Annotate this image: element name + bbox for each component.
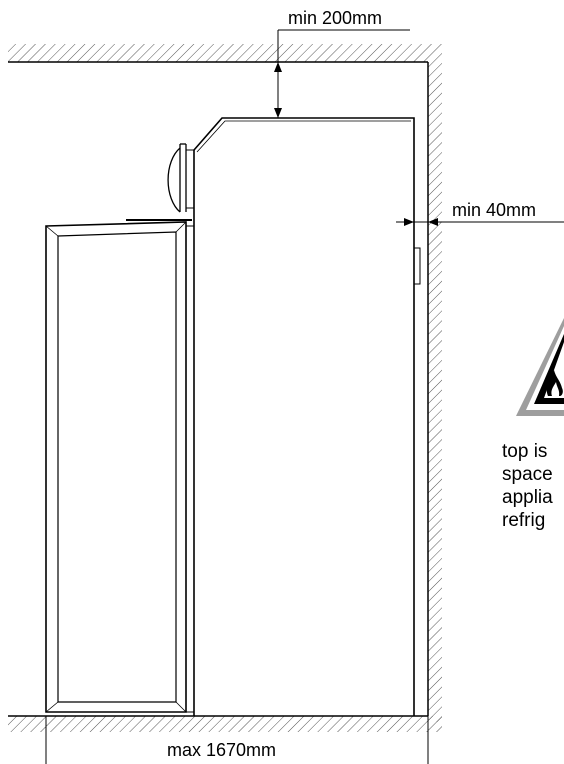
- warning-line: top is: [502, 441, 548, 462]
- max-depth-dimension: [45, 716, 429, 764]
- top-clearance-label: min 200mm: [288, 8, 382, 28]
- ceiling-hatch: [8, 44, 442, 63]
- warning-line: refrig: [502, 510, 546, 531]
- warning-line: applia: [502, 487, 553, 508]
- top-hinge-detail: [167, 143, 194, 213]
- side-clearance-label: min 40mm: [452, 200, 536, 220]
- floor-hatch: [8, 715, 442, 732]
- right-wall-hatch: [427, 62, 442, 722]
- appliance-body: [193, 117, 421, 716]
- warning-line: space: [502, 464, 553, 485]
- side-clearance-dimension: [396, 218, 564, 226]
- open-door: [45, 219, 194, 713]
- warning-note: top is space applia refrig: [502, 440, 564, 532]
- flammable-warning-icon: [516, 318, 564, 416]
- top-clearance-dimension: [274, 29, 410, 118]
- max-depth-label: max 1670mm: [167, 740, 276, 760]
